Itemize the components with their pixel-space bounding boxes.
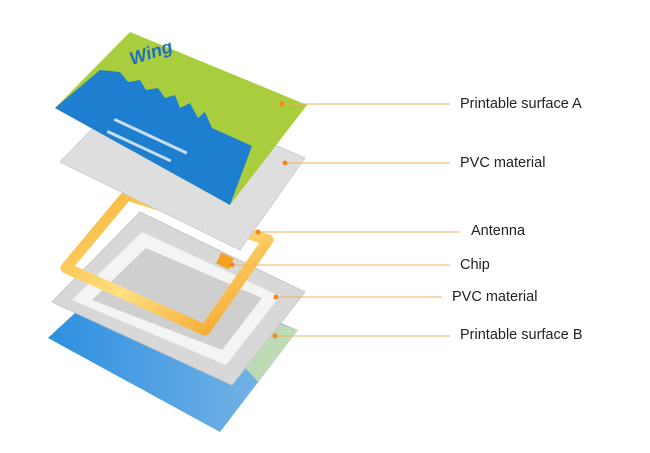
label-printable-surface-a: Printable surface A bbox=[460, 96, 582, 112]
label-antenna: Antenna bbox=[471, 223, 526, 239]
label-chip: Chip bbox=[460, 257, 490, 273]
chip-shape bbox=[216, 252, 234, 270]
label-pvc-material-upper: PVC material bbox=[460, 155, 546, 171]
leader-lines bbox=[232, 103, 460, 337]
pvc-lower-layer bbox=[51, 211, 306, 386]
label-printable-surface-b: Printable surface B bbox=[460, 327, 583, 343]
printable-surface-a-layer: Wing bbox=[55, 32, 307, 205]
label-pvc-material-lower: PVC material bbox=[452, 289, 538, 305]
leader-dots bbox=[229, 101, 288, 339]
